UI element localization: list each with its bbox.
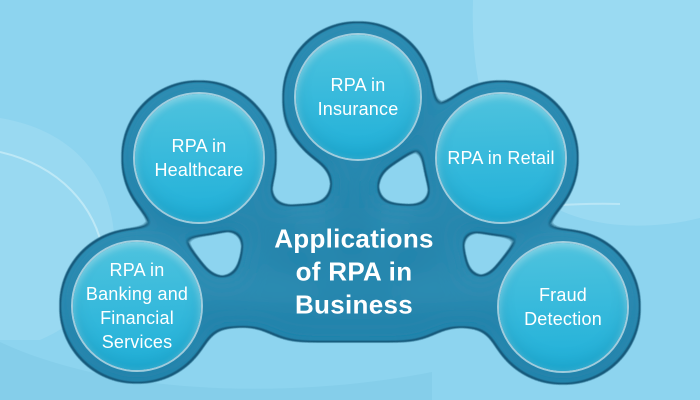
- node-healthcare: RPA in Healthcare: [135, 94, 263, 222]
- node-banking: RPA in Banking and Financial Services: [73, 242, 201, 370]
- node-insurance: RPA in Insurance: [296, 35, 420, 159]
- decor-wave-bottom: [0, 342, 432, 400]
- node-insurance-label: RPA in Insurance: [317, 75, 399, 119]
- node-retail-label: RPA in Retail: [447, 148, 555, 168]
- node-fraud: Fraud Detection: [499, 243, 627, 371]
- node-banking-label: RPA in Banking and Financial Services: [85, 260, 189, 352]
- node-healthcare-label: RPA in Healthcare: [154, 136, 244, 180]
- decor-arc-line-left: [0, 151, 105, 257]
- node-fraud-label: Fraud Detection: [524, 285, 602, 329]
- center-title: Applications of RPA in Business: [274, 223, 434, 320]
- node-retail: RPA in Retail: [437, 94, 565, 222]
